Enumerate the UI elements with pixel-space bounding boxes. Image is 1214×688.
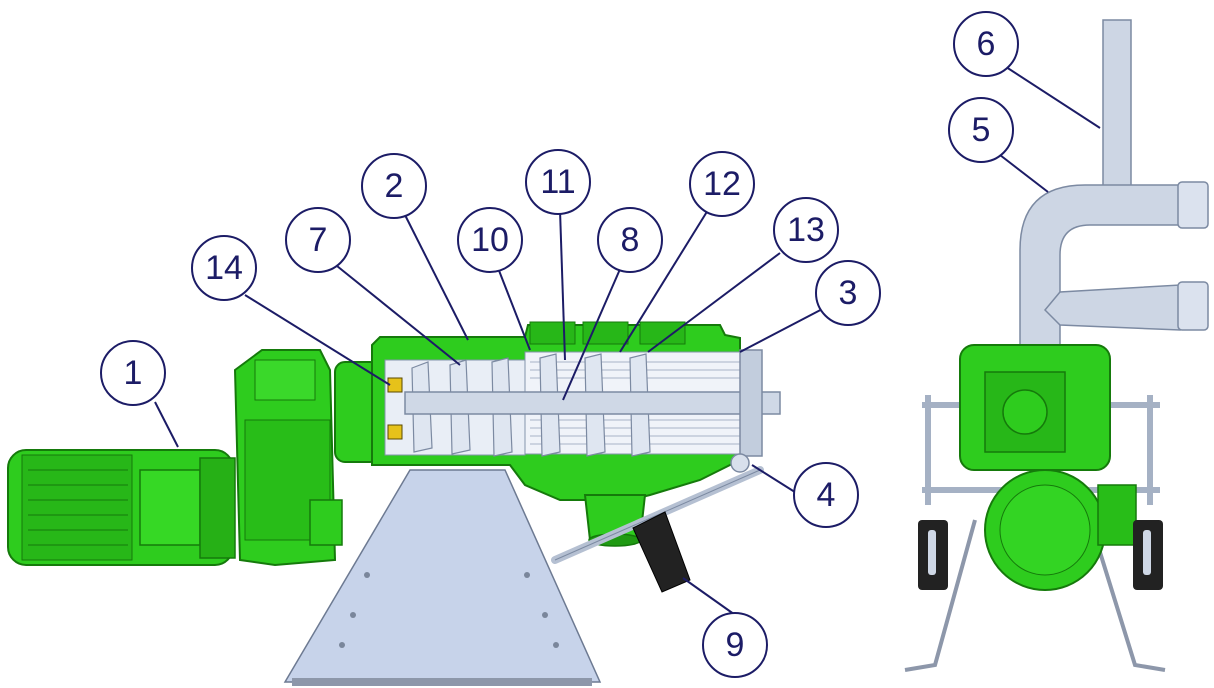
- callout-14: 14: [191, 235, 257, 301]
- callout-12: 12: [689, 151, 755, 217]
- callout-3: 3: [815, 260, 881, 326]
- svg-text:5: 5: [972, 111, 991, 149]
- pipe-vertical: [1102, 19, 1132, 201]
- callouts: 1 2 3 4 5 6 7 8: [100, 11, 1019, 678]
- svg-text:3: 3: [839, 274, 858, 312]
- callout-11: 11: [525, 149, 591, 215]
- counterweight: [632, 511, 691, 593]
- callout-1: 1: [100, 340, 166, 406]
- svg-text:7: 7: [309, 221, 328, 259]
- callout-5: 5: [948, 97, 1014, 163]
- front-view: [904, 19, 1209, 672]
- weight-lever: [551, 453, 764, 593]
- callout-10: 10: [457, 207, 523, 273]
- callout-7: 7: [285, 207, 351, 273]
- support-stand: [283, 469, 602, 683]
- svg-text:10: 10: [471, 221, 509, 259]
- interior-cutaway: [384, 349, 781, 457]
- callout-2: 2: [361, 153, 427, 219]
- callout-9: 9: [702, 612, 768, 678]
- svg-text:14: 14: [205, 249, 243, 287]
- svg-text:12: 12: [703, 165, 741, 203]
- gearbox: [233, 349, 381, 567]
- svg-text:13: 13: [787, 211, 825, 249]
- callout-6: 6: [953, 11, 1019, 77]
- leader-lines: [154, 64, 1101, 618]
- svg-text:4: 4: [817, 476, 836, 514]
- svg-text:2: 2: [385, 167, 404, 205]
- svg-text:11: 11: [540, 163, 575, 201]
- side-view: [7, 321, 781, 686]
- svg-text:8: 8: [621, 221, 640, 259]
- stand-foot: [292, 678, 592, 686]
- electric-motor: [7, 449, 236, 566]
- svg-text:6: 6: [977, 25, 996, 63]
- callout-4: 4: [793, 462, 859, 528]
- callout-13: 13: [773, 197, 839, 263]
- callout-8: 8: [597, 207, 663, 273]
- svg-text:9: 9: [726, 626, 745, 664]
- svg-text:1: 1: [124, 354, 143, 392]
